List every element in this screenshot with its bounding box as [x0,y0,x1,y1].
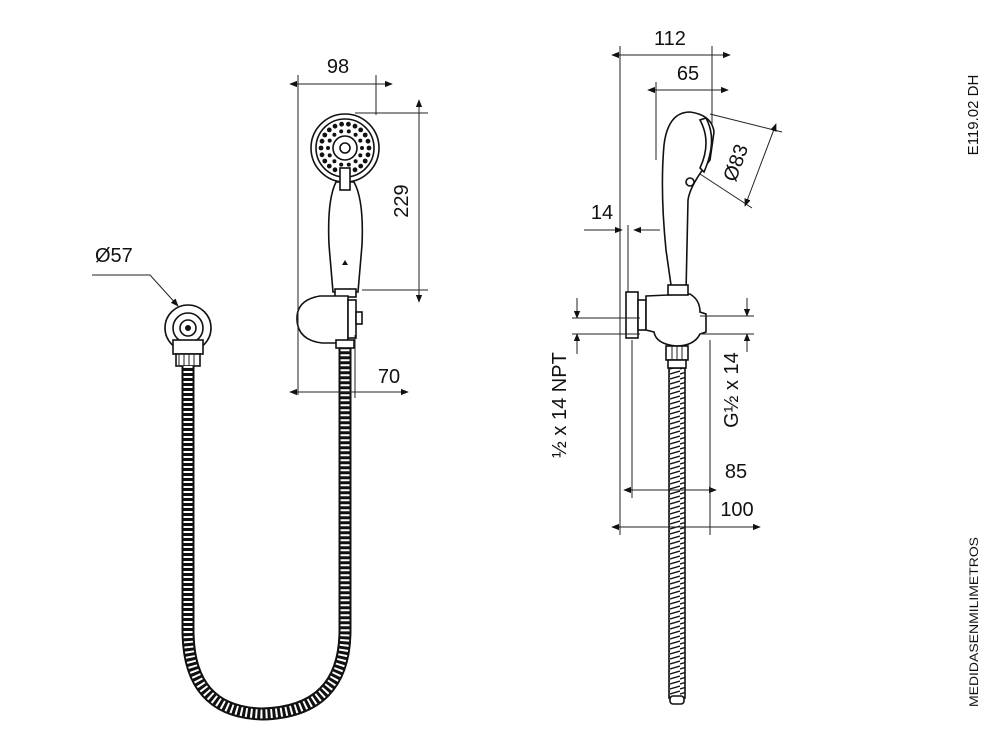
nozzle-dot [362,158,368,164]
units-note: MEDIDASENMILIMETROS [967,537,981,707]
nozzle-dot [360,146,364,150]
side-view: 112 65 Ø83 14 ½ x 14 NPT [549,28,783,705]
nozzle-dot [339,121,344,127]
side-handle [661,111,715,293]
nozzle-dot [352,167,358,173]
dim-label-229: 229 [391,184,413,217]
dim-14: 14 [584,202,660,292]
shower-handle [327,181,364,293]
nozzle-dot [326,127,332,133]
nozzle-dot [326,146,330,150]
nozzle-dot [353,159,358,164]
dim-label-112: 112 [654,28,686,50]
front-view: 98 229 70 Ø57 [92,56,428,721]
side-hose [668,367,686,705]
dim-100: 100 [611,340,761,535]
dim-label-83: Ø83 [720,141,754,184]
nozzle-dot [319,138,325,144]
nozzle-dot [352,123,358,129]
nozzle-dot [346,121,351,127]
dim-thread-g: G½ x 14 [700,298,754,428]
dim-label-85: 85 [725,461,747,483]
nozzle-dot [332,159,337,164]
nozzle-dot [358,163,364,169]
nozzle-dot [362,132,368,138]
nozzle-dot [346,162,351,167]
dim-85: 85 [623,340,747,498]
dim-label-65: 65 [677,63,699,85]
nozzle-dot [346,129,351,134]
nozzle-dot [318,145,324,151]
nozzle-dot [332,132,337,137]
dim-98: 98 [289,56,393,395]
dim-label-57: Ø57 [95,245,133,267]
dim-label-14: 14 [591,202,613,224]
dim-label-70: 70 [378,366,400,388]
nozzle-dot [319,152,325,158]
nozzle-dot [366,145,372,151]
dim-57: Ø57 [92,245,179,307]
side-holder [645,293,707,347]
dim-229: 229 [355,99,428,303]
nozzle-dot [358,127,364,133]
dim-label-98: 98 [327,56,349,78]
dim-thread-npt: ½ x 14 NPT [549,298,640,458]
nozzle-dot [327,153,332,158]
wall-connector [164,304,212,367]
wall-plate [625,291,639,339]
dim-70: 70 [289,335,409,398]
nozzle-dot [353,132,358,137]
dim-label-g: G½ x 14 [721,352,743,428]
nozzle-dot [327,138,332,143]
dim-label-100: 100 [720,499,753,521]
shower-holder [296,295,363,349]
nozzle-dot [322,132,328,138]
drawing-code: E119.02 DH [965,75,982,156]
nozzle-dot [365,138,371,144]
nozzle-dot [332,167,338,173]
dim-112: 112 [611,28,731,535]
nozzle-dot [332,123,338,129]
nozzle-dot [358,138,363,143]
nozzle-dot [339,162,344,167]
nozzle-dot [339,129,344,134]
nozzle-dot [326,163,332,169]
shower-hose [181,345,352,721]
dim-65: 65 [647,63,729,160]
dim-label-npt: ½ x 14 NPT [549,352,571,458]
nozzle-dot [322,158,328,164]
nozzle-dot [358,153,363,158]
nozzle-dot [365,152,371,158]
